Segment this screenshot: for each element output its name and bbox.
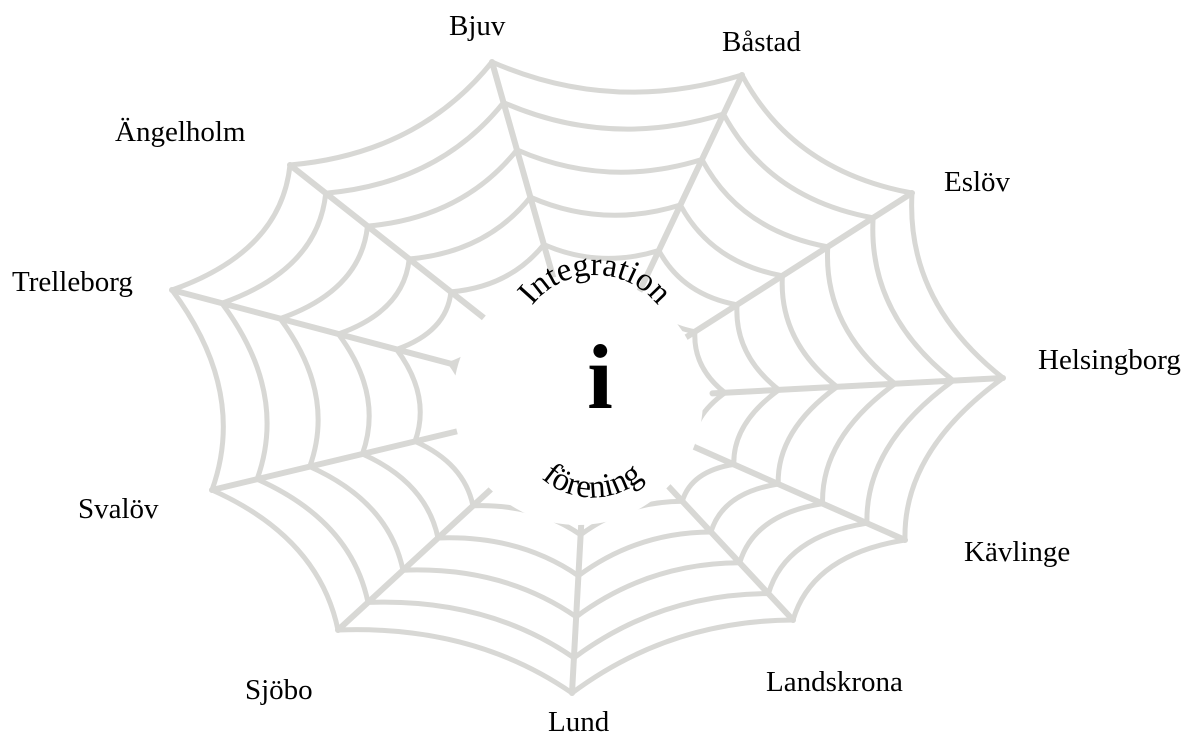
web-thread [702,160,828,247]
web-thread [280,226,367,319]
web-thread [912,193,1003,378]
web-thread [222,303,267,479]
label-lund: Lund [548,708,609,737]
web-thread [768,523,867,593]
web-thread [280,319,318,467]
web-thread [724,114,874,218]
web-thread [222,193,326,303]
web-thread [517,150,702,172]
label-landskrona: Landskrona [766,668,903,697]
web-thread [742,75,912,193]
web-thread [823,384,896,504]
web-thread [737,305,779,390]
web-thread [659,251,737,305]
web-thread [338,334,369,454]
web-thread [740,504,823,563]
web-thread [326,103,504,194]
web-thread [257,479,368,602]
label-kavlinge: Kävlinge [964,538,1070,567]
web-thread [409,197,530,259]
web-thread [397,292,451,350]
label-trelleborg: Trelleborg [12,268,133,297]
web-thread [310,467,403,571]
web-thread [713,378,1004,393]
center-letter-i: i [587,326,613,428]
web-thread [172,290,223,490]
web-thread [367,150,516,226]
label-bastad: Båstad [722,28,801,57]
web-thread [576,563,740,617]
web-thread [530,197,680,215]
web-thread [504,103,724,130]
label-bjuv: Bjuv [449,12,505,41]
label-helsingborg: Helsingborg [1038,346,1181,375]
web-thread [572,620,793,693]
web-thread [338,630,572,693]
web-thread [172,165,290,290]
web-thread [827,247,895,384]
web-thread [212,490,338,630]
web-thread [290,62,492,165]
label-sjobo: Sjöbo [245,676,313,705]
web-thread [734,390,779,465]
web-thread [362,454,438,538]
web-thread [492,62,742,92]
web-thread [397,349,421,441]
web-thread [403,570,576,617]
web-thread [793,540,905,620]
web-thread [905,378,1003,540]
web-thread [212,427,475,490]
web-thread [680,205,782,276]
web-thread [682,464,734,501]
label-angelholm: Ängelholm [115,118,246,147]
label-eslov: Eslöv [944,168,1010,197]
label-svalov: Svalöv [78,495,159,524]
web-thread [782,276,837,387]
